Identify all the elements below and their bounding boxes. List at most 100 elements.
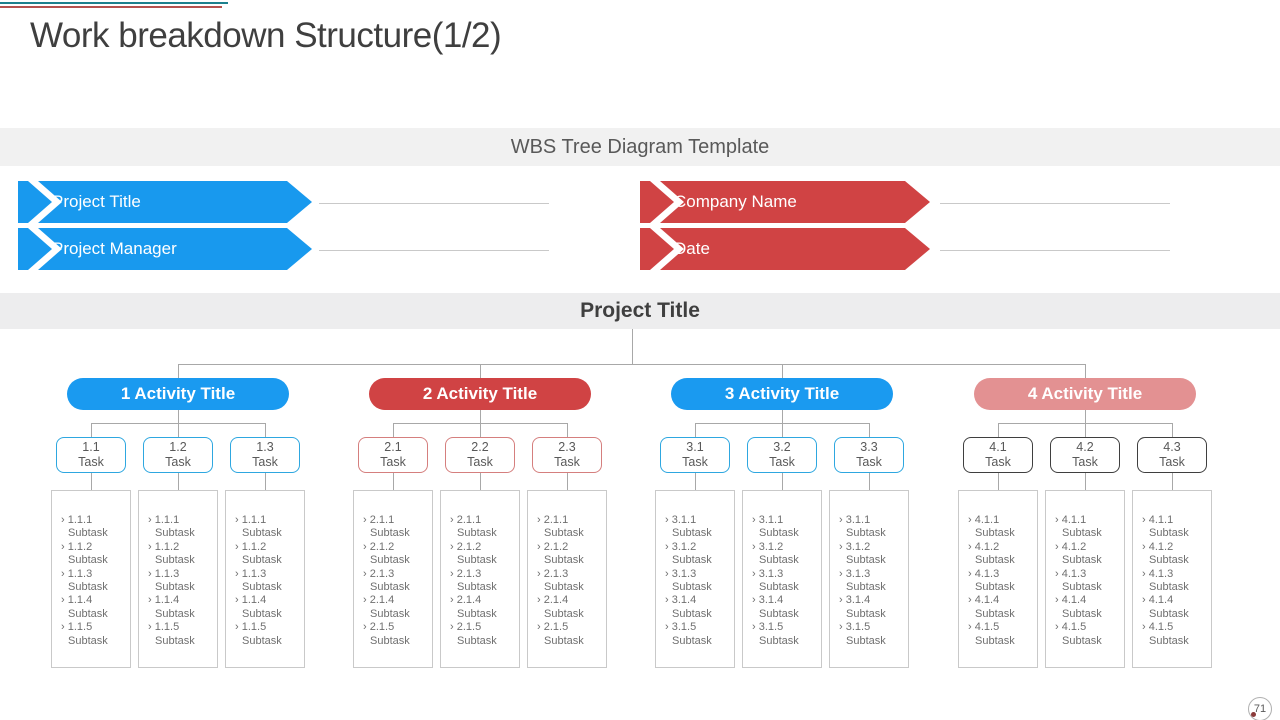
subtask-label: Subtask <box>68 527 108 540</box>
subtask-label: Subtask <box>544 554 584 567</box>
template-title-banner: WBS Tree Diagram Template <box>0 128 1280 166</box>
subtask-label: Subtask <box>370 607 410 620</box>
task-label: Task <box>856 455 882 469</box>
subtask-number: › 2.1.4 <box>363 594 395 607</box>
subtask-number: › 3.1.4 <box>752 594 784 607</box>
subtask-number: › 2.1.2 <box>363 540 395 553</box>
subtask-label: Subtask <box>759 581 799 594</box>
subtask-number: › 4.1.3 <box>968 567 1000 580</box>
task-number: 2.2 <box>471 440 489 454</box>
subtask-label: Subtask <box>672 607 712 620</box>
subtask-number: › 4.1.5 <box>1055 621 1087 634</box>
subtask-label: Subtask <box>1149 607 1189 620</box>
connector-line <box>998 423 999 437</box>
task-number: 4.3 <box>1163 440 1181 454</box>
connector-line <box>1085 364 1086 378</box>
arrow-label: Project Title <box>52 192 141 211</box>
subtask-number: › 3.1.2 <box>839 540 871 553</box>
subtask-number: › 1.1.1 <box>61 514 93 526</box>
subtask-label: Subtask <box>155 527 195 540</box>
project-manager-arrow-label: Project Manager <box>18 228 312 270</box>
subtask-number: › 3.1.3 <box>839 567 871 580</box>
subtask-label: Subtask <box>975 607 1015 620</box>
connector-line <box>1085 410 1086 423</box>
connector-line <box>1085 423 1086 437</box>
subtask-label: Subtask <box>846 607 886 620</box>
subtask-label: Subtask <box>975 634 1015 647</box>
subtask-label: Subtask <box>759 554 799 567</box>
task-label: Task <box>380 455 406 469</box>
subtask-number: › 1.1.5 <box>148 621 180 634</box>
connector-line <box>91 473 92 490</box>
subtask-number: › 1.1.3 <box>61 567 93 580</box>
connector-line <box>695 473 696 490</box>
arrow-label: Project Manager <box>52 239 177 258</box>
subtask-number: › 1.1.1 <box>148 514 180 526</box>
subtask-label: Subtask <box>68 554 108 567</box>
task-label: Task <box>1159 455 1185 469</box>
subtask-number: › 3.1.1 <box>839 514 871 526</box>
subtask-label: Subtask <box>1149 581 1189 594</box>
subtask-label: Subtask <box>1062 581 1102 594</box>
subtask-number: › 4.1.2 <box>1055 540 1087 553</box>
arrow-label: Company Name <box>674 192 797 211</box>
subtask-number: › 3.1.1 <box>752 514 784 526</box>
connector-line <box>567 473 568 490</box>
subtask-label: Subtask <box>242 554 282 567</box>
subtask-label: Subtask <box>672 554 712 567</box>
subtask-label: Subtask <box>1062 607 1102 620</box>
chevron-notch <box>28 228 62 270</box>
subtask-label: Subtask <box>975 581 1015 594</box>
chevron-notch <box>650 181 684 223</box>
activity-pill: 1 Activity Title <box>67 378 289 410</box>
subtask-number: › 3.1.4 <box>665 594 697 607</box>
connector-line <box>1172 473 1173 490</box>
subtask-number: › 1.1.2 <box>61 540 93 553</box>
subtask-number: › 4.1.5 <box>968 621 1000 634</box>
subtask-label: Subtask <box>68 581 108 594</box>
connector-line <box>1085 473 1086 490</box>
top-accent-line-teal <box>0 2 228 4</box>
task-number: 2.3 <box>558 440 576 454</box>
subtask-number: › 4.1.2 <box>968 540 1000 553</box>
subtask-number: › 1.1.4 <box>61 594 93 607</box>
connector-line <box>178 423 179 437</box>
subtask-label: Subtask <box>1149 634 1189 647</box>
subtask-label: Subtask <box>457 634 497 647</box>
subtask-number: › 2.1.1 <box>450 514 482 526</box>
connector-line <box>480 410 481 423</box>
connector-line <box>998 473 999 490</box>
subtask-label: Subtask <box>457 581 497 594</box>
connector-line <box>178 473 179 490</box>
connector-line <box>178 364 179 378</box>
subtask-number: › 2.1.2 <box>537 540 569 553</box>
subtask-label: Subtask <box>846 634 886 647</box>
task-label: Task <box>682 455 708 469</box>
date-arrow-label: Date <box>640 228 930 270</box>
task-number: 3.1 <box>686 440 704 454</box>
subtask-number: › 3.1.5 <box>839 621 871 634</box>
activity-pill: 2 Activity Title <box>369 378 591 410</box>
project-manager-fill-line <box>319 250 549 251</box>
subtask-label: Subtask <box>242 607 282 620</box>
subtask-label: Subtask <box>1149 554 1189 567</box>
subtask-label: Subtask <box>457 607 497 620</box>
subtask-number: › 1.1.4 <box>148 594 180 607</box>
top-accent-line-red <box>0 6 222 8</box>
connector-line <box>480 423 481 437</box>
subtask-number: › 1.1.4 <box>235 594 267 607</box>
subtask-number: › 4.1.1 <box>1055 514 1087 526</box>
page-title: Work breakdown Structure(1/2) <box>30 16 502 55</box>
task-label: Task <box>554 455 580 469</box>
subtask-number: › 4.1.3 <box>1142 567 1174 580</box>
